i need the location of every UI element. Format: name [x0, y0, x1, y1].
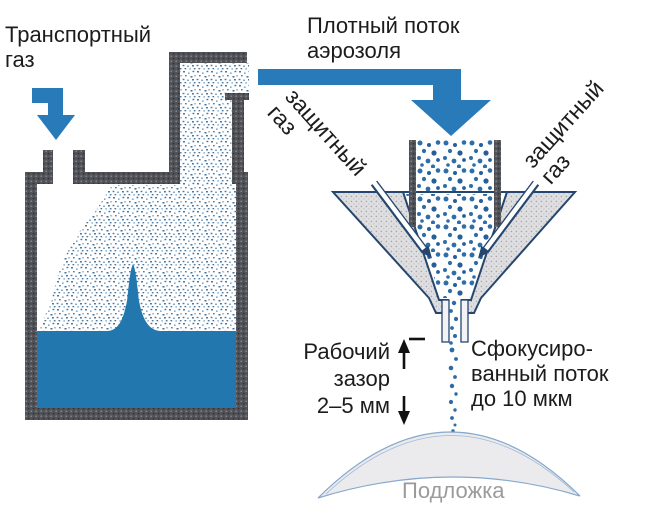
substrate-label: Подложка	[402, 478, 505, 503]
aerosol-stream	[448, 300, 459, 433]
sheath-tube-right	[478, 179, 540, 259]
atomizer-fog	[38, 185, 236, 331]
focusing-cone	[330, 191, 578, 314]
orifice-plate-right	[460, 299, 469, 343]
atomizer-liquid	[37, 264, 236, 408]
transport-gas-arrow	[32, 88, 75, 140]
tube-aerosol	[416, 140, 494, 193]
print-head	[330, 140, 578, 433]
riser-fog	[180, 63, 232, 185]
substrate-shape	[317, 431, 581, 499]
cavity-aerosol	[406, 194, 504, 298]
tube-wall-left	[409, 140, 416, 227]
riser-outlet-fog	[232, 63, 249, 93]
gap-arrow-up	[398, 339, 410, 353]
gap-indicator	[398, 337, 425, 425]
atomizer-walls	[25, 52, 249, 420]
orifice-plate-left	[441, 299, 450, 343]
aerosol-flow-arrow	[258, 69, 491, 136]
atomizer	[25, 52, 249, 420]
gap-arrow-down	[398, 411, 410, 425]
transport-gas-label: Транспортный газ	[5, 22, 152, 72]
focused-flow-label: Сфокусиро- ванный поток до 10 мкм	[471, 336, 609, 411]
working-gap-label: Рабочий зазор 2–5 мм	[303, 339, 390, 418]
tube-wall-right	[494, 140, 501, 227]
sheath-arrowhead-right	[478, 245, 490, 259]
aerosol-flow-label: Плотный поток аэрозоля	[307, 13, 460, 63]
sheath-arrowhead-left	[420, 245, 432, 259]
sheath-tube-left	[370, 179, 432, 259]
